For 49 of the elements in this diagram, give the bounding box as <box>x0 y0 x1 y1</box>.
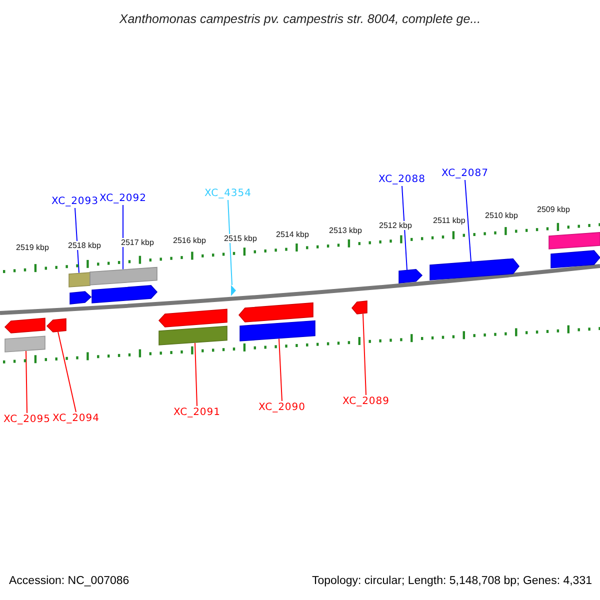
gene-label: XC_2090 <box>258 402 306 413</box>
gene-bar <box>4 336 46 352</box>
leader-line <box>194 342 198 406</box>
leader-line <box>278 338 282 402</box>
tick-label: 2517 kbp <box>121 238 154 247</box>
gene-feature <box>398 268 423 284</box>
gene-feature <box>238 302 314 322</box>
leader-line <box>26 350 28 414</box>
gene-label: XC_4354 <box>204 188 252 199</box>
tick-label: 2513 kbp <box>329 226 362 235</box>
gene-feature <box>46 318 66 332</box>
gene-label: XC_2089 <box>342 396 390 407</box>
footer-text: Accession: NC_007086 <box>9 575 130 587</box>
gene-label: XC_2087 <box>441 168 489 179</box>
footer-text: Topology: circular; Length: 5,148,708 bp; Genes: 4,331 <box>312 575 592 587</box>
gene-label: XC_2094 <box>52 413 100 424</box>
gene-label: XC_2095 <box>3 414 51 425</box>
gene-bar <box>90 266 158 286</box>
gene-feature <box>351 300 368 314</box>
leader-line <box>464 180 472 262</box>
tick-label: 2518 kbp <box>68 241 101 250</box>
title: Xanthomonas campestris pv. campestris str. 8004, complete ge... <box>118 12 482 26</box>
leader-line <box>402 186 408 270</box>
gene-bar <box>68 272 90 288</box>
tick-label: 2509 kbp <box>537 205 570 214</box>
gene-label: XC_2091 <box>173 407 221 418</box>
leader-line <box>58 331 76 412</box>
gene-marker <box>231 285 236 296</box>
gene-bar <box>240 320 316 342</box>
tick-label: 2511 kbp <box>433 216 466 225</box>
leader-line <box>228 200 232 286</box>
tick-label: 2515 kbp <box>224 234 257 243</box>
gene-label: XC_2093 <box>51 196 99 207</box>
gene-feature <box>430 258 520 280</box>
gene-bar <box>158 326 228 346</box>
tick-label: 2516 kbp <box>173 236 206 245</box>
tick-label: 2519 kbp <box>16 243 49 252</box>
leader-line <box>74 208 80 274</box>
tick-label: 2512 kbp <box>379 221 412 230</box>
gene-label: XC_2092 <box>99 193 147 204</box>
leader-line <box>362 313 366 396</box>
gene-bar <box>548 232 600 250</box>
tick-label: 2514 kbp <box>276 230 309 239</box>
leader-line <box>122 204 124 270</box>
gene-label: XC_2088 <box>378 174 426 185</box>
gene-feature <box>158 308 228 328</box>
gene-feature <box>70 291 92 304</box>
gene-feature <box>550 250 600 268</box>
tick-label: 2510 kbp <box>485 211 518 220</box>
